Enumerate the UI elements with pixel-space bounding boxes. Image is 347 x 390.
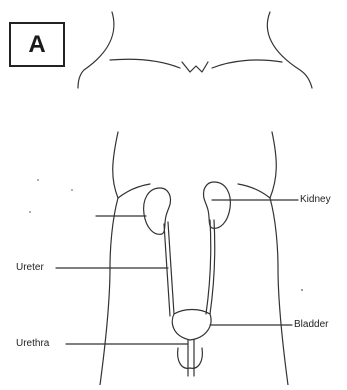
urethra [188, 340, 194, 376]
bladder [172, 310, 211, 341]
collarbone-left [110, 59, 180, 68]
neck-left-outline [78, 12, 114, 88]
torso-left-outline [100, 132, 118, 385]
rib-line-left [118, 184, 150, 198]
urethra-label: Urethra [16, 338, 49, 349]
speck [37, 179, 39, 181]
collarbone-right [212, 60, 282, 68]
bladder-label: Bladder [294, 319, 328, 330]
left-kidney [144, 188, 171, 234]
sternal-notch [182, 62, 208, 72]
ureter-label: Ureter [16, 262, 44, 273]
right-ureter [206, 220, 211, 314]
rib-line-right [238, 184, 270, 198]
panel-letter: A [28, 31, 45, 59]
panel-label-box: A [9, 22, 65, 67]
genital-outline [178, 348, 203, 368]
speck [71, 189, 73, 191]
speck [301, 289, 303, 291]
kidney-label: Kidney [300, 194, 331, 205]
speck [29, 211, 31, 213]
neck-right-outline [267, 12, 312, 88]
torso-right-outline [270, 132, 288, 385]
right-kidney [203, 182, 230, 228]
